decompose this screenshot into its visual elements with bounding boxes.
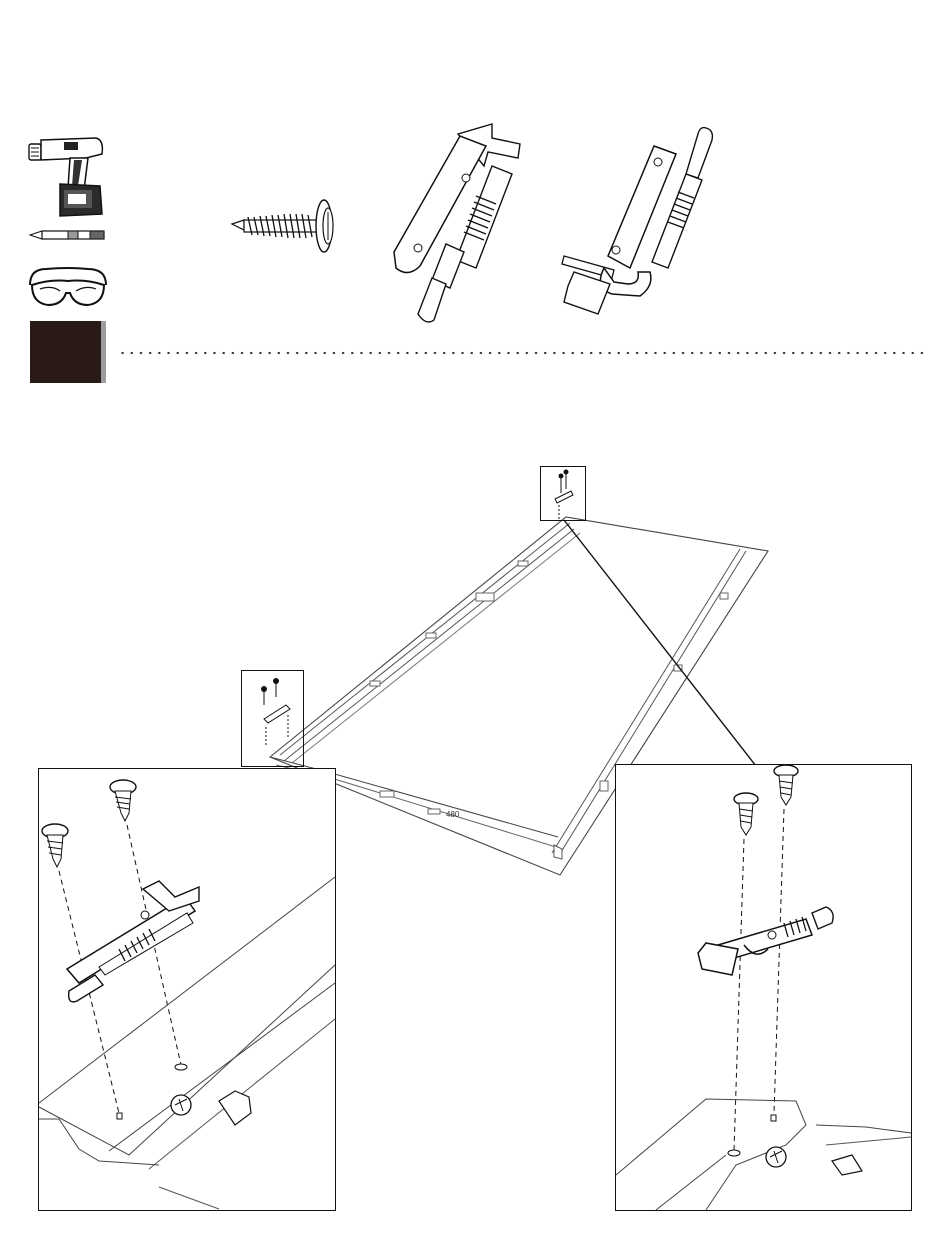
detail-inset-right <box>615 764 912 1211</box>
safety-glasses-icon <box>26 263 110 316</box>
screwdriver-bit-icon <box>28 228 106 247</box>
screw-left-a <box>110 780 136 821</box>
drill-icon <box>26 128 106 225</box>
self-drilling-screw-icon <box>228 190 338 255</box>
detail-highlight-left <box>241 670 304 767</box>
screw-left-b <box>42 824 68 867</box>
latch-left-detail <box>67 881 199 1002</box>
dotted-divider <box>118 351 928 355</box>
detail-highlight-right <box>540 466 586 521</box>
screw-right-a <box>734 793 758 835</box>
floor-part-label: 480 <box>446 810 460 819</box>
detail-inset-left <box>38 768 336 1211</box>
detail-leader-line <box>560 518 760 770</box>
latch-right-detail <box>698 907 833 975</box>
spring-latch-icon <box>388 118 528 337</box>
spring-latch-icon <box>558 118 718 323</box>
screw-right-b <box>774 765 798 805</box>
step-block-edge <box>101 321 106 383</box>
step-number-block <box>30 321 106 383</box>
